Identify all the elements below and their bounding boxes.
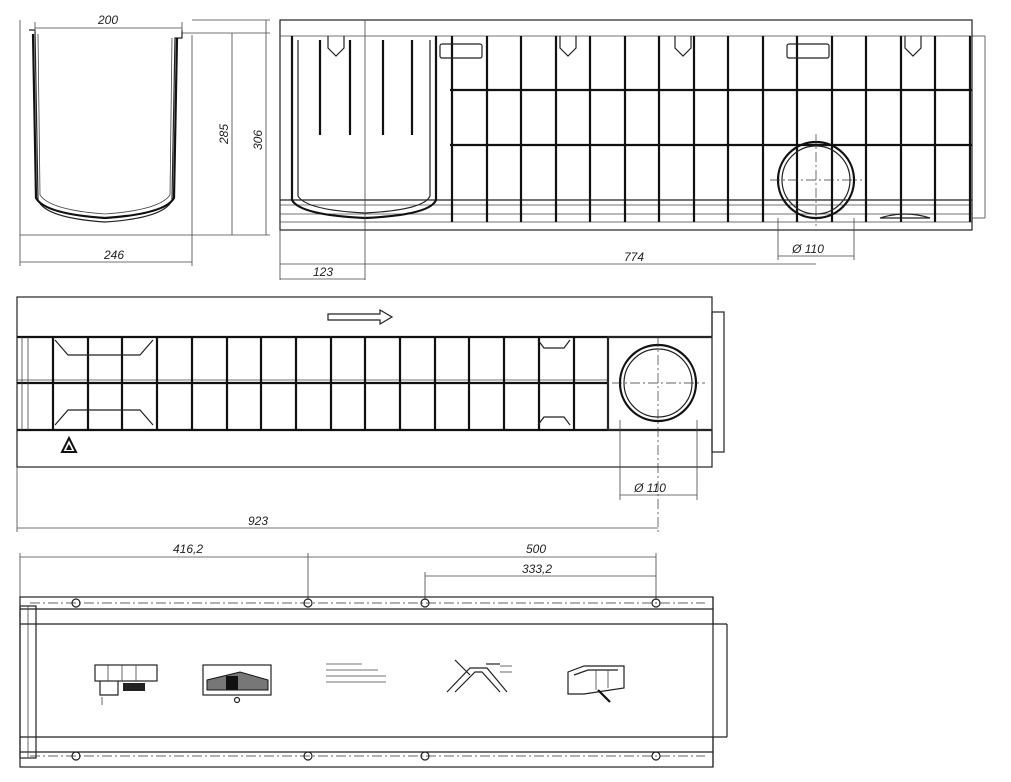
end-view-inner-height-label: 285	[217, 124, 231, 145]
arrow-right-icon	[327, 308, 394, 326]
side-view-length-label: 774	[624, 250, 644, 264]
top-view-outlet-diameter-label: Ø 110	[633, 481, 666, 495]
end-view: 200 285 306 246	[19, 13, 270, 266]
recycle-icon	[60, 435, 78, 453]
side-view-offset-label: 123	[313, 265, 333, 279]
top-view: Ø 110 923	[16, 296, 725, 532]
end-view-width-top-label: 200	[97, 13, 118, 27]
side-view-outlet-diameter-label: Ø 110	[791, 242, 824, 256]
bottom-view-spacing-a-label: 416,2	[173, 542, 203, 556]
bottom-view: 416,2 500 333,2	[19, 542, 728, 768]
install-pictogram-2	[202, 664, 272, 704]
side-view-ribs	[450, 36, 972, 222]
side-view-notches	[327, 36, 922, 59]
end-view-width-bottom-label: 246	[103, 248, 124, 262]
bottom-view-spacing-b-label: 500	[526, 542, 546, 556]
install-legend	[326, 663, 386, 683]
install-pictogram-3	[446, 659, 512, 693]
top-view-length-label: 923	[248, 514, 268, 528]
top-view-clips	[54, 339, 571, 426]
end-view-total-height-label: 306	[251, 130, 265, 150]
side-view: Ø 110 123 774	[279, 19, 986, 280]
top-view-ribs	[51, 337, 610, 430]
install-pictogram-4	[567, 665, 625, 703]
bottom-view-spacing-c-label: 333,2	[522, 562, 552, 576]
bottom-view-bolts	[71, 598, 661, 761]
install-pictogram-1	[94, 664, 158, 705]
